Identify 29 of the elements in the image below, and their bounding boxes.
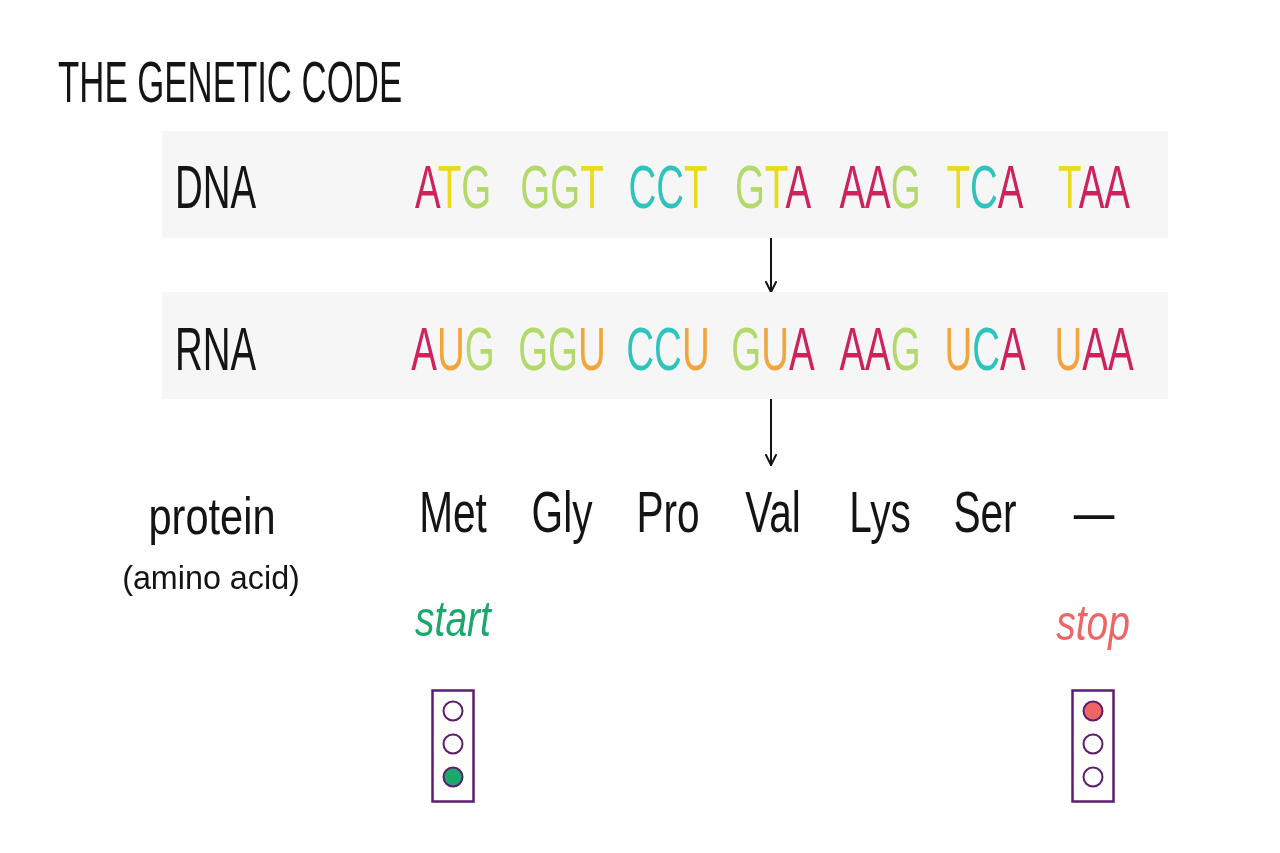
row-sublabel: (amino acid) <box>122 560 300 594</box>
codon-label: TAA <box>1058 156 1130 218</box>
codon-label: GGT <box>520 156 604 218</box>
codon-label: GGU <box>518 318 606 380</box>
codon-label: CCT <box>628 156 708 218</box>
amino-acid-label: — <box>1073 483 1115 541</box>
amino-acid-label: Ser <box>953 483 1017 541</box>
arrow <box>765 398 777 466</box>
codon-label: UAA <box>1054 318 1134 380</box>
codon-label: AAG <box>839 156 921 218</box>
codon-label: AUG <box>411 318 495 380</box>
codon-label: GTA <box>734 156 812 218</box>
sequence-band <box>162 292 1168 399</box>
codon-label: GUA <box>731 318 815 380</box>
amino-acid-label: Met <box>419 483 487 541</box>
codon-label: ATG <box>414 156 492 218</box>
codon-label: TCA <box>946 156 1024 218</box>
amino-acid-label: Pro <box>636 483 700 541</box>
codon-label: UCA <box>944 318 1026 380</box>
arrow <box>765 237 777 293</box>
amino-acid-label: Val <box>745 483 801 541</box>
codon-label: AAG <box>839 318 921 380</box>
sequence-band <box>162 131 1168 238</box>
status-label: start <box>415 594 491 644</box>
status-label: stop <box>1056 598 1130 648</box>
title: THE GENETIC CODE <box>58 53 403 111</box>
codon-label: CCU <box>626 318 710 380</box>
row-label: RNA <box>175 318 257 380</box>
row-label: DNA <box>175 156 257 218</box>
